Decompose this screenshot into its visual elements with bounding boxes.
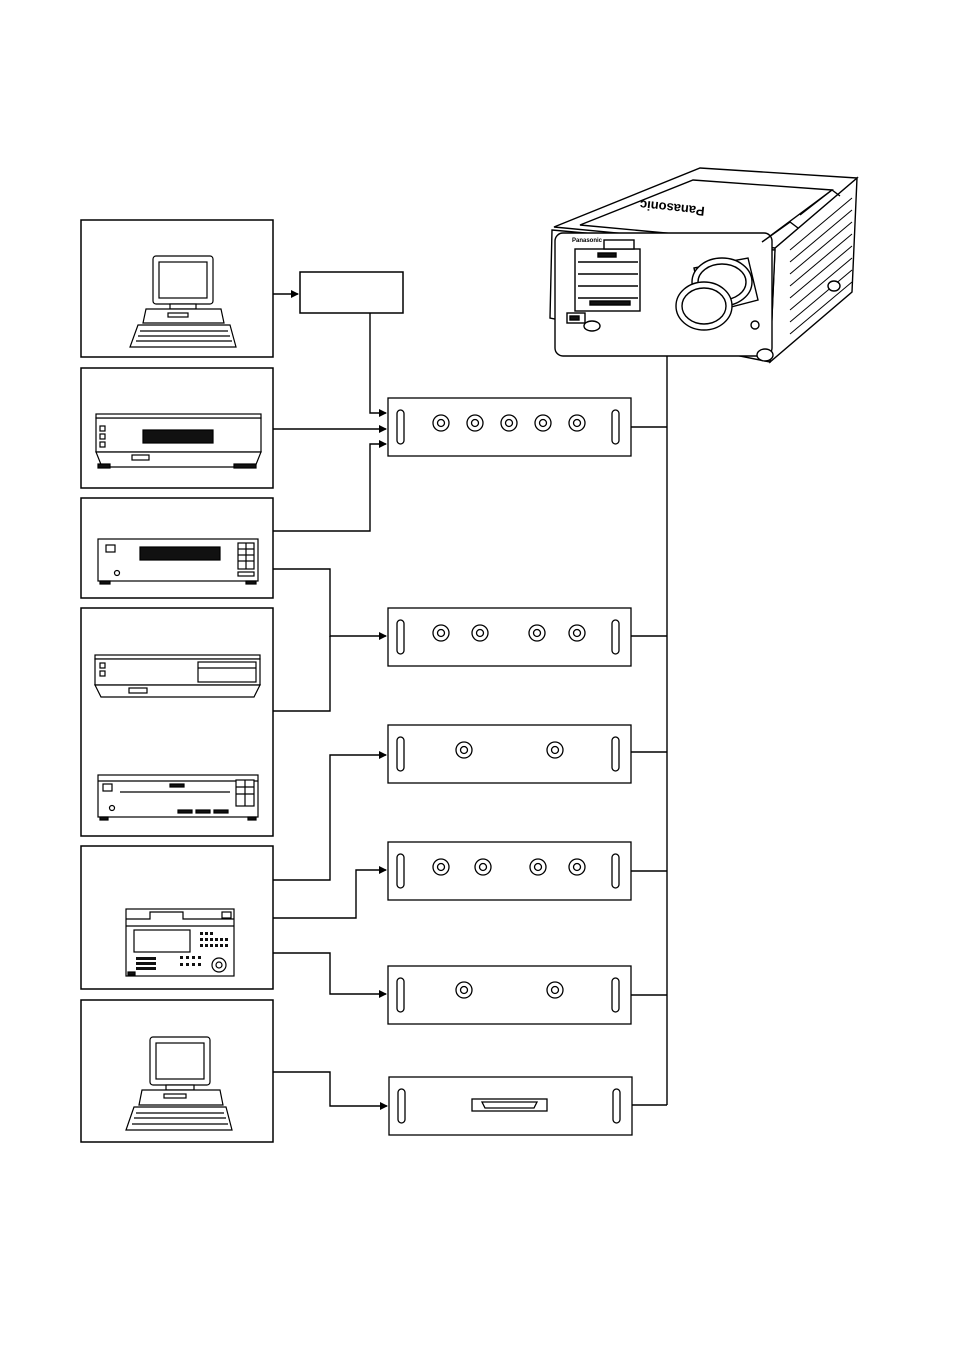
bnc-connector (467, 415, 483, 431)
input-board-3 (388, 725, 631, 783)
input-slot-panel (575, 240, 640, 311)
bnc-connector (433, 859, 449, 875)
laserdisc-player-icon (98, 539, 258, 584)
input-board-2 (388, 608, 631, 666)
source-box-vcr-1 (81, 368, 273, 488)
source-box-professional-vtr (81, 846, 273, 989)
converter-box (300, 272, 403, 313)
bnc-connector (530, 859, 546, 875)
d-sub-connector (472, 1099, 547, 1111)
projector (550, 168, 857, 362)
projector-front-brand: Panasonic (572, 238, 603, 244)
dvd-player-icon (98, 775, 258, 820)
source-box-computer-2 (81, 1000, 273, 1142)
source-box-computer-1 (81, 220, 273, 357)
bnc-connector (547, 982, 563, 998)
input-board-4 (388, 842, 631, 900)
bnc-connector (529, 625, 545, 641)
bnc-connector (433, 415, 449, 431)
bnc-connector (569, 859, 585, 875)
bnc-connector (456, 982, 472, 998)
bnc-connector (547, 742, 563, 758)
input-board-6 (389, 1077, 632, 1135)
bnc-connector (433, 625, 449, 641)
input-board-1 (388, 398, 631, 456)
input-board-5 (388, 966, 631, 1024)
bnc-connector (475, 859, 491, 875)
bnc-connector (456, 742, 472, 758)
vcr-icon (95, 655, 260, 697)
bnc-connector (472, 625, 488, 641)
bnc-connector (569, 415, 585, 431)
vcr-icon (96, 414, 261, 468)
source-box-vcr-dvd (81, 608, 273, 836)
source-box-laserdisc-player (81, 498, 273, 598)
bnc-connector (569, 625, 585, 641)
bnc-connector (501, 415, 517, 431)
professional-vtr-icon (126, 909, 234, 976)
bnc-connector (535, 415, 551, 431)
